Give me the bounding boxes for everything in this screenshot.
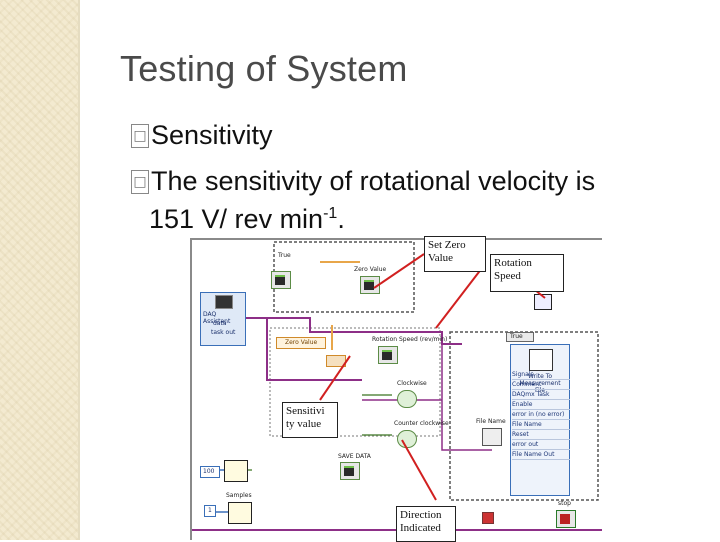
clockwise-label: Clockwise xyxy=(397,380,427,387)
terminal-error-in: error in (no error) xyxy=(512,410,570,420)
save-data-button xyxy=(340,462,360,480)
bullet-text: Sensitivity xyxy=(151,120,273,150)
loop-frame xyxy=(269,327,441,437)
true-label-1: True xyxy=(278,252,291,259)
callout-sensitivity: Sensitivi ty value xyxy=(282,402,338,438)
bullet-continuation: 151 V/ rev min-1. xyxy=(149,204,345,235)
terminal-file-name-out: File Name Out xyxy=(512,450,570,460)
save-data-label: SAVE DATA xyxy=(338,453,371,460)
bullet-sensitivity: □Sensitivity xyxy=(131,120,273,151)
indicator-left-top xyxy=(271,271,291,289)
bullet-box-icon: □ xyxy=(131,124,149,148)
callout-direction: Direction Indicated xyxy=(396,506,456,542)
continuation-text: 151 V/ rev min xyxy=(149,204,324,234)
terminal-file-name: File Name xyxy=(512,420,570,430)
case-structure-zero xyxy=(273,241,415,313)
constant-1: 1 xyxy=(204,505,216,517)
stop-terminal xyxy=(482,512,494,524)
write-vi-terminals: Signals Comment DAQmx Task Enable error … xyxy=(512,370,570,460)
rotation-speed-indicator xyxy=(378,346,398,364)
callout-set-zero: Set Zero Value xyxy=(424,236,486,272)
write-measurement-file-node: Write To Measurement File xyxy=(510,344,570,496)
daq-assistant-node: DAQ Assistant data task out xyxy=(200,292,246,346)
samples-vi-icon xyxy=(228,502,252,524)
zero-value-local: Zero Value xyxy=(276,337,326,349)
zero-value-label: Zero Value xyxy=(354,266,387,273)
slide-title: Testing of System xyxy=(120,48,408,89)
true-selector: True xyxy=(506,332,534,342)
file-name-control xyxy=(482,428,502,446)
terminal-signals: Signals xyxy=(512,370,570,380)
callout-rotation-speed: Rotation Speed xyxy=(490,254,564,292)
bullet-box-icon: □ xyxy=(131,170,149,194)
terminal-comment: Comment xyxy=(512,380,570,390)
terminal-reset: Reset xyxy=(512,430,570,440)
samples-label: Samples xyxy=(226,492,252,499)
zero-value-indicator xyxy=(360,276,380,294)
counter-clockwise-label: Counter clockwise xyxy=(394,420,449,427)
terminal-error-out: error out xyxy=(512,440,570,450)
constant-100: 100 xyxy=(200,466,220,478)
rotation-speed-label: Rotation Speed (rev/min) xyxy=(372,336,448,343)
side-strip-edge xyxy=(78,0,80,540)
bullet-text: The sensitivity of rotational velocity i… xyxy=(151,166,596,196)
terminal-daqmx-task: DAQmx Task xyxy=(512,390,570,400)
stop-label: stop xyxy=(558,500,571,507)
numeric-constant xyxy=(326,355,346,367)
file-name-label: File Name xyxy=(476,418,506,425)
decorative-side-strip xyxy=(0,0,78,540)
counter-clockwise-led xyxy=(397,430,417,448)
case-structure-file xyxy=(449,331,599,501)
bullet-rotational-velocity: □The sensitivity of rotational velocity … xyxy=(131,166,595,197)
unit-exponent: -1 xyxy=(323,205,338,222)
stop-button xyxy=(556,510,576,528)
terminal-enable: Enable xyxy=(512,400,570,410)
clockwise-led xyxy=(397,390,417,408)
continuation-tail: . xyxy=(337,204,345,234)
time-delay-icon xyxy=(224,460,248,482)
rotation-graph-icon xyxy=(534,294,552,310)
